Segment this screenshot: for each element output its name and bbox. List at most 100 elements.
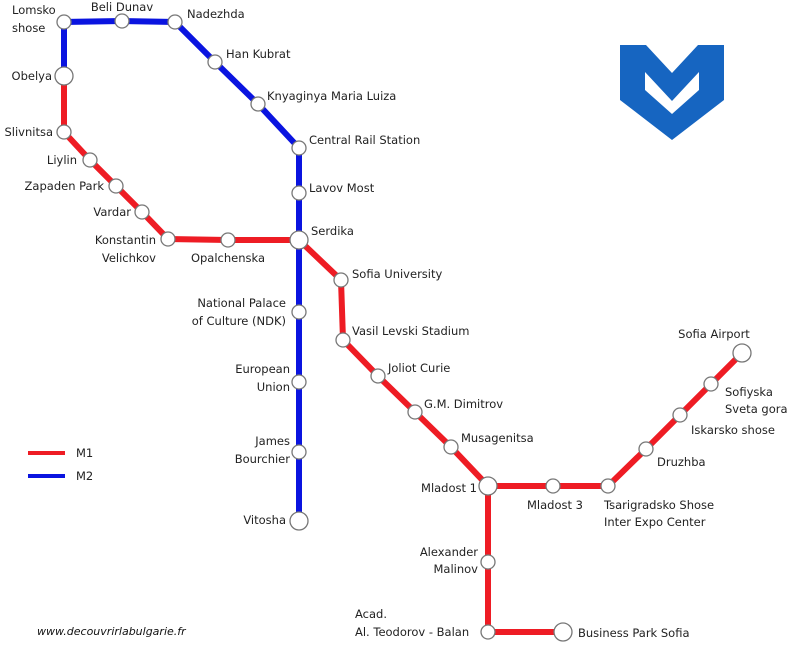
- station-label-line: Acad.: [355, 607, 387, 621]
- station-marker[interactable]: [732, 343, 752, 363]
- station-marker[interactable]: [335, 332, 351, 348]
- station-label-line: Alexander: [420, 545, 478, 559]
- station-liylin[interactable]: Liylin: [47, 152, 98, 168]
- station-acad-teodorov-balan[interactable]: Acad.Al. Teodorov - Balan: [355, 607, 496, 640]
- station-label: Zapaden Park: [25, 179, 105, 193]
- station-marker[interactable]: [480, 554, 496, 570]
- station-label: Mladost 3: [527, 498, 583, 512]
- station-serdika[interactable]: Serdika: [289, 224, 354, 250]
- station-marker[interactable]: [108, 178, 124, 194]
- station-mladost-3[interactable]: Mladost 3: [527, 478, 583, 512]
- station-zapaden-park[interactable]: Zapaden Park: [25, 178, 124, 194]
- station-knyaginya-maria-luiza[interactable]: Knyaginya Maria Luiza: [250, 89, 396, 112]
- station-central-rail-station[interactable]: Central Rail Station: [291, 133, 420, 156]
- station-marker[interactable]: [407, 404, 423, 420]
- station-lavov-most[interactable]: Lavov Most: [291, 181, 375, 201]
- station-marker[interactable]: [291, 185, 307, 201]
- station-marker[interactable]: [333, 272, 349, 288]
- station-vardar[interactable]: Vardar: [93, 204, 150, 220]
- station-marker[interactable]: [167, 14, 183, 30]
- station-marker[interactable]: [54, 66, 74, 86]
- station-marker[interactable]: [291, 140, 307, 156]
- station-opalchenska[interactable]: Opalchenska: [191, 232, 265, 265]
- station-label-line: Tsarigradsko Shose: [603, 498, 714, 512]
- station-marker[interactable]: [56, 14, 72, 30]
- station-han-kubrat[interactable]: Han Kubrat: [207, 47, 291, 70]
- station-iskarsko-shose[interactable]: Iskarsko shose: [672, 407, 775, 437]
- station-marker[interactable]: [480, 624, 496, 640]
- station-slivnitsa[interactable]: Slivnitsa: [4, 124, 72, 140]
- station-label: Acad.Al. Teodorov - Balan: [355, 607, 469, 639]
- station-musagenitsa[interactable]: Musagenitsa: [443, 431, 534, 455]
- station-marker[interactable]: [291, 304, 307, 320]
- station-joliot-curie[interactable]: Joliot Curie: [370, 361, 450, 384]
- station-label: Iskarsko shose: [691, 423, 775, 437]
- station-sofia-university[interactable]: Sofia University: [333, 267, 442, 288]
- station-label: Joliot Curie: [387, 361, 450, 375]
- station-marker[interactable]: [207, 54, 223, 70]
- station-marker[interactable]: [443, 439, 459, 455]
- station-label-line: Inter Expo Center: [604, 515, 706, 529]
- station-marker[interactable]: [289, 230, 309, 250]
- station-marker[interactable]: [478, 476, 498, 496]
- legend-label: M1: [76, 446, 93, 460]
- station-label-line: Han Kubrat: [226, 47, 291, 61]
- station-marker[interactable]: [250, 96, 266, 112]
- station-mladost-1[interactable]: Mladost 1: [421, 476, 498, 496]
- station-marker[interactable]: [289, 511, 309, 531]
- station-label: Serdika: [311, 224, 354, 238]
- station-label: Slivnitsa: [4, 125, 53, 139]
- station-label-line: Slivnitsa: [4, 125, 53, 139]
- station-marker[interactable]: [114, 13, 130, 29]
- station-label: Druzhba: [657, 455, 706, 469]
- station-beli-dunav[interactable]: Beli Dunav: [91, 0, 153, 29]
- station-marker[interactable]: [553, 622, 573, 642]
- station-druzhba[interactable]: Druzhba: [638, 441, 706, 469]
- station-vasil-levski-stadium[interactable]: Vasil Levski Stadium: [335, 324, 470, 348]
- station-label-line: Bourchier: [235, 452, 291, 466]
- station-label-line: Mladost 3: [527, 498, 583, 512]
- station-marker[interactable]: [291, 444, 307, 460]
- station-label-line: Serdika: [311, 224, 354, 238]
- station-label-line: Sofiyska: [725, 385, 773, 399]
- legend-item-m1: M1: [28, 446, 93, 460]
- sofia-metro-logo-icon: [620, 45, 724, 140]
- station-nadezhda[interactable]: Nadezhda: [167, 7, 245, 30]
- station-marker[interactable]: [160, 231, 176, 247]
- station-marker[interactable]: [291, 374, 307, 390]
- station-sofia-airport[interactable]: Sofia Airport: [678, 327, 752, 363]
- station-marker[interactable]: [672, 407, 688, 423]
- station-label: Opalchenska: [191, 251, 265, 265]
- station-marker[interactable]: [600, 478, 616, 494]
- station-marker[interactable]: [545, 478, 561, 494]
- station-label-line: Iskarsko shose: [691, 423, 775, 437]
- station-label-line: Sofia University: [352, 267, 442, 281]
- station-label-line: Vasil Levski Stadium: [352, 324, 470, 338]
- station-obelya[interactable]: Obelya: [12, 66, 74, 86]
- station-marker[interactable]: [134, 204, 150, 220]
- station-marker[interactable]: [370, 368, 386, 384]
- station-gm-dimitrov[interactable]: G.M. Dimitrov: [407, 397, 503, 420]
- station-marker[interactable]: [220, 232, 236, 248]
- station-vitosha[interactable]: Vitosha: [243, 511, 309, 531]
- station-business-park-sofia[interactable]: Business Park Sofia: [553, 622, 690, 642]
- station-marker[interactable]: [82, 152, 98, 168]
- station-label-line: Vardar: [93, 205, 131, 219]
- station-label-line: Musagenitsa: [461, 431, 534, 445]
- station-marker[interactable]: [703, 376, 719, 392]
- station-marker[interactable]: [638, 441, 654, 457]
- station-marker[interactable]: [56, 124, 72, 140]
